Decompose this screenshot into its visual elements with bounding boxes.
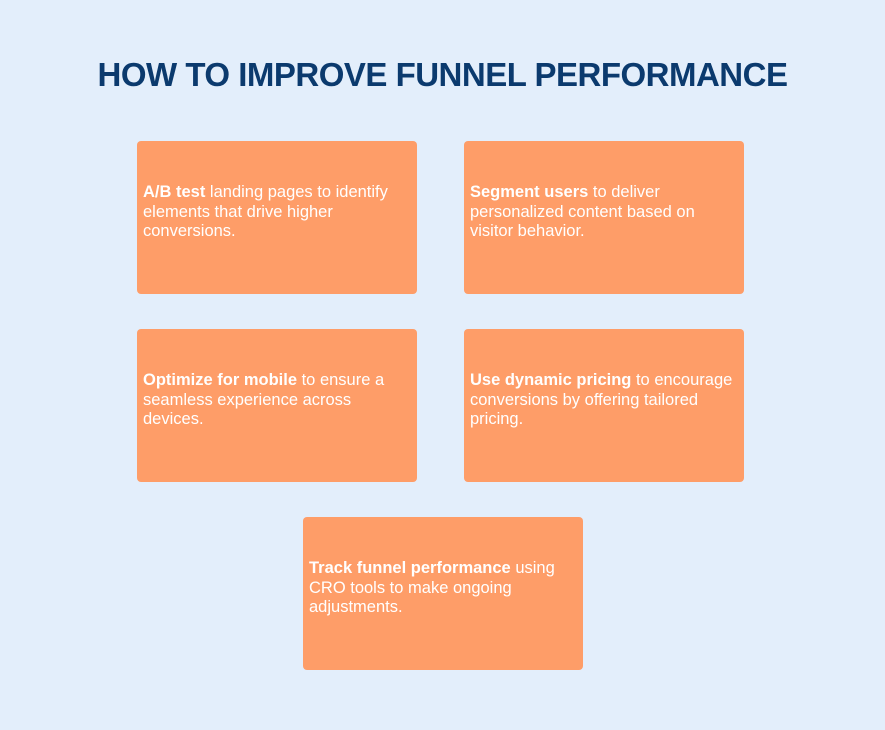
tip-description: using CRO tools to make ongoing adjustme… (309, 559, 555, 617)
tip-highlight: Track funnel performance (309, 559, 511, 578)
tip-text: Segment users to deliver personalized co… (470, 183, 740, 242)
tip-card-ab-test: A/B test landing pages to identify eleme… (137, 141, 417, 294)
tip-highlight: Segment users (470, 183, 589, 202)
tip-description: to deliver personalized content based on… (470, 183, 695, 241)
tip-text: Optimize for mobile to ensure a seamless… (143, 371, 413, 430)
tip-description: to ensure a seamless experience across d… (143, 371, 385, 429)
tip-description: landing pages to identify elements that … (143, 183, 388, 241)
tip-card-segment-users: Segment users to deliver personalized co… (464, 141, 744, 294)
tip-text: Track funnel performance using CRO tools… (309, 559, 579, 618)
tip-card-track-funnel: Track funnel performance using CRO tools… (303, 517, 583, 670)
tip-description: to encourage conversions by offering tai… (470, 371, 733, 429)
page-title: HOW TO IMPROVE FUNNEL PERFORMANCE (97, 56, 788, 93)
tip-text: Use dynamic pricing to encourage convers… (470, 371, 740, 430)
tip-highlight: A/B test (143, 183, 206, 202)
tip-text: A/B test landing pages to identify eleme… (143, 183, 413, 242)
tip-card-dynamic-pricing: Use dynamic pricing to encourage convers… (464, 329, 744, 482)
tip-card-optimize-mobile: Optimize for mobile to ensure a seamless… (137, 329, 417, 482)
tip-highlight: Optimize for mobile (143, 371, 298, 390)
tip-highlight: Use dynamic pricing (470, 371, 632, 390)
